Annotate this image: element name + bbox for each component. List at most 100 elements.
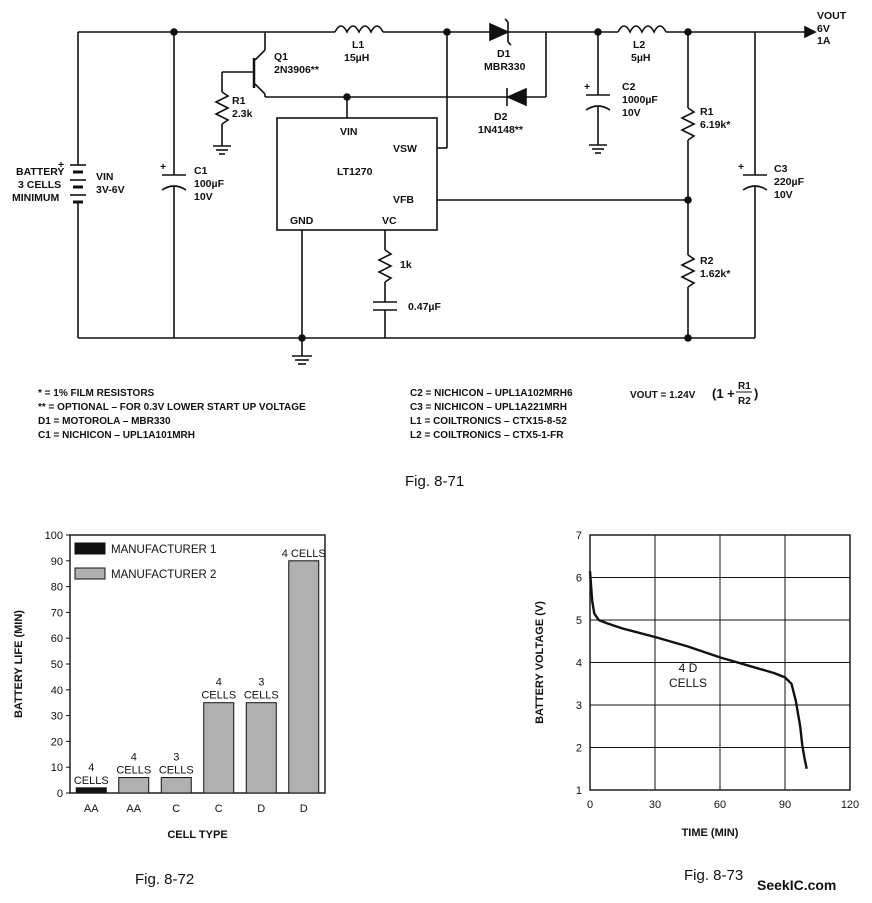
bar <box>245 702 277 794</box>
ic-vsw: VSW <box>393 143 417 155</box>
battery-line3: MINIMUM <box>12 192 59 204</box>
line-y-tick-label: 1 <box>576 785 582 797</box>
note-left-1: * = 1% FILM RESISTORS <box>38 388 155 399</box>
bar-x-tick-label: AA <box>84 803 99 815</box>
notes: * = 1% FILM RESISTORS ** = OPTIONAL – FO… <box>38 381 758 441</box>
l1-value: 15µH <box>344 52 369 64</box>
resistor-r1b <box>680 107 696 141</box>
junction-gnd <box>298 334 306 342</box>
note-right-3: L1 = COILTRONICS – CTX15-8-52 <box>410 416 567 427</box>
bar-data-label: 3 <box>258 677 264 689</box>
bar-x-tick-label: AA <box>126 803 141 815</box>
diode-d2 <box>506 87 527 107</box>
battery-plus: + <box>58 159 64 171</box>
c1-value: 100µF <box>194 178 225 190</box>
r1a-value: 2.3k <box>232 108 253 120</box>
formula-num: R1 <box>738 381 751 392</box>
line-x-tick-label: 0 <box>587 799 593 811</box>
battery-vin: VIN <box>96 171 114 183</box>
line-y-tick-label: 3 <box>576 700 582 712</box>
line-y-tick-label: 5 <box>576 615 582 627</box>
line-annotation: CELLS <box>669 676 707 690</box>
line-annotation: 4 D <box>679 661 698 675</box>
q1-part: 2N3906** <box>274 64 320 76</box>
bar <box>288 560 320 794</box>
c1-ref: C1 <box>194 165 208 177</box>
q1-collector <box>254 83 266 95</box>
r1b-ref: R1 <box>700 106 714 118</box>
rc-value: 1k <box>400 259 412 271</box>
junction-c1-top <box>170 28 178 36</box>
line-y-tick-label: 2 <box>576 743 582 755</box>
vout-label: VOUT <box>817 10 847 22</box>
ic-gnd: GND <box>290 215 314 227</box>
l2-ref: L2 <box>633 39 645 51</box>
bar-y-tick-label: 80 <box>51 582 63 594</box>
c1-plus: + <box>160 161 166 173</box>
schematic-fig-8-71 <box>70 18 817 365</box>
line-x-tick-label: 120 <box>841 799 859 811</box>
bar-data-label: 4 <box>216 677 222 689</box>
note-left-4: C1 = NICHICON – UPL1A101MRH <box>38 430 195 441</box>
bar-x-tick-label: D <box>300 803 308 815</box>
resistor-r2 <box>680 254 696 288</box>
bar-data-label: CELLS <box>159 765 194 777</box>
bar-y-axis-label: BATTERY LIFE (MIN) <box>13 610 25 718</box>
junction-vsw <box>443 28 451 36</box>
bar-data-label: 3 <box>173 752 179 764</box>
caption-fig-8-72: Fig. 8-72 <box>135 871 194 888</box>
legend-swatch <box>74 567 106 580</box>
bar-y-tick-label: 20 <box>51 736 63 748</box>
legend-label: MANUFACTURER 2 <box>111 569 216 581</box>
bar <box>118 777 150 794</box>
line-y-tick-label: 4 <box>576 658 582 670</box>
formula-lhs: VOUT = 1.24V <box>630 390 696 401</box>
line-y-tick-label: 7 <box>576 530 582 542</box>
line-x-tick-label: 60 <box>714 799 726 811</box>
bar-data-label: 4 <box>131 752 137 764</box>
r1b-value: 6.19k* <box>700 119 731 131</box>
line-x-tick-label: 30 <box>649 799 661 811</box>
bar-y-tick-label: 50 <box>51 659 63 671</box>
line-x-tick-label: 90 <box>779 799 791 811</box>
bar-x-tick-label: C <box>215 803 223 815</box>
r2-ref: R2 <box>700 255 714 267</box>
ic-lt1270-body <box>276 117 438 231</box>
q1-ref: Q1 <box>274 51 288 63</box>
vout-voltage: 6V <box>817 23 830 35</box>
bar-y-tick-label: 100 <box>45 530 63 542</box>
ic-vc: VC <box>382 215 397 227</box>
junction-vfb <box>684 196 692 204</box>
watermark: SeekIC.com <box>757 877 836 893</box>
c3-ref: C3 <box>774 163 788 175</box>
l2-value: 5µH <box>631 52 650 64</box>
legend-label: MANUFACTURER 1 <box>111 544 216 556</box>
bar-data-label: CELLS <box>201 690 236 702</box>
d1-part: MBR330 <box>484 61 526 73</box>
vout-current: 1A <box>817 35 831 47</box>
series-line <box>588 571 808 770</box>
resistor-r1a <box>214 91 230 125</box>
c3-plus: + <box>738 161 744 173</box>
formula-close: ) <box>754 386 758 401</box>
d2-part: 1N4148** <box>478 124 524 136</box>
note-left-3: D1 = MOTOROLA – MBR330 <box>38 416 171 427</box>
inductor-l2 <box>617 25 667 34</box>
note-right-4: L2 = COILTRONICS – CTX5-1-FR <box>410 430 564 441</box>
bar-y-tick-label: 0 <box>57 788 63 800</box>
bar-y-tick-label: 10 <box>51 762 63 774</box>
line-y-axis-label: BATTERY VOLTAGE (V) <box>534 601 546 724</box>
caption-fig-8-73: Fig. 8-73 <box>684 867 743 884</box>
line-x-axis-label: TIME (MIN) <box>682 827 739 839</box>
line-y-tick-label: 6 <box>576 573 582 585</box>
ic-vfb: VFB <box>393 194 414 206</box>
bar-y-tick-label: 90 <box>51 556 63 568</box>
line-plot-frame <box>589 534 851 791</box>
battery-line1: BATTERY <box>16 166 64 178</box>
battery-line2: 3 CELLS <box>18 179 61 191</box>
bar-x-tick-label: C <box>172 803 180 815</box>
c2-ref: C2 <box>622 81 636 93</box>
bar <box>75 787 107 794</box>
